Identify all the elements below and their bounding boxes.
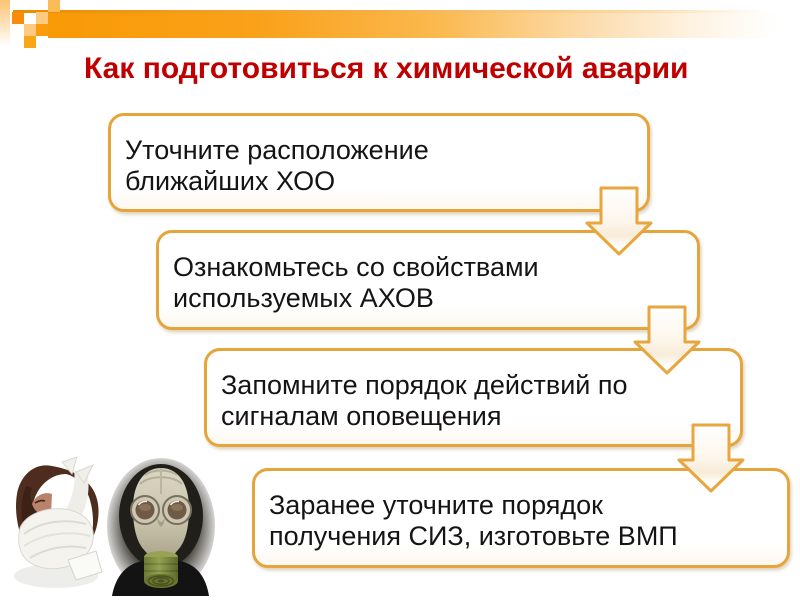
deco-header-bar (48, 13, 800, 38)
deco-pixel-square (36, 24, 48, 36)
down-block-arrow-icon (633, 305, 701, 375)
step-box-3: Запомните порядок действий по сигналам о… (204, 348, 743, 447)
gas-mask-photo (107, 458, 215, 596)
step-text-4: Заранее уточните порядок получения СИЗ, … (269, 490, 678, 551)
step-text-1: Уточните расположение ближайших ХОО (125, 134, 429, 196)
step-box-4: Заранее уточните порядок получения СИЗ, … (252, 468, 790, 568)
down-block-arrow-icon (585, 186, 653, 256)
deco-pixel-square (24, 36, 36, 48)
step-text-2: Ознакомьтесь со свойствами используемых … (173, 252, 539, 313)
deco-pixel-square (24, 24, 36, 36)
deco-pixel-square (36, 12, 48, 24)
step-text-3: Запомните порядок действий по сигналам о… (221, 369, 628, 431)
slide-title: Как подготовиться к химической аварии (84, 52, 689, 85)
deco-pixel-square (48, 0, 60, 12)
step-box-1: Уточните расположение ближайших ХОО (108, 113, 650, 212)
deco-pixel-square (12, 12, 24, 24)
deco-thin-line (13, 10, 800, 13)
down-block-arrow-icon (677, 423, 745, 493)
deco-left-strip (0, 0, 10, 46)
cotton-gauze-bandage-photo (14, 456, 103, 588)
